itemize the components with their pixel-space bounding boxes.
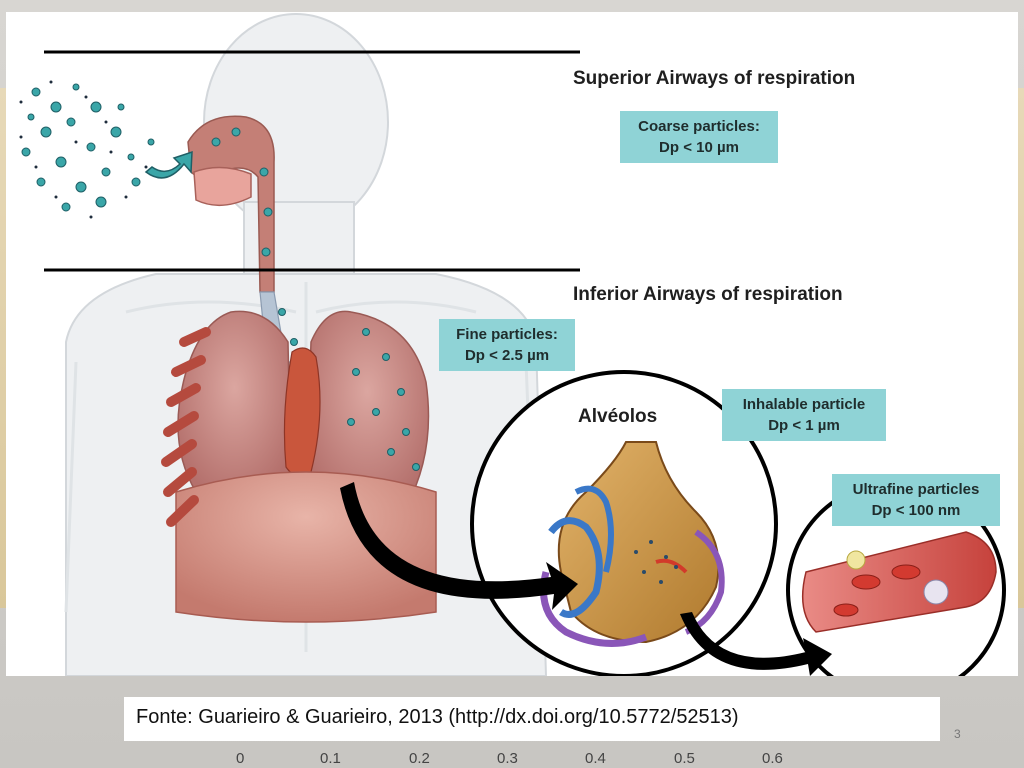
figure-panel: Superior Airways of respiration Inferior… [6,12,1018,676]
coarse-particles-box: Coarse particles: Dp < 10 µm [620,111,778,163]
inhale-arrow [146,152,192,178]
ultrafine-particles-label: Ultrafine particles [840,479,992,500]
coarse-particles-size: Dp < 10 µm [628,137,770,158]
ultrafine-particles-size: Dp < 100 nm [840,500,992,521]
scale-tick: 0.3 [497,750,518,767]
page-number: 3 [954,727,961,741]
source-caption: Fonte: Guarieiro & Guarieiro, 2013 (http… [124,697,940,741]
fine-particles-box: Fine particles: Dp < 2.5 µm [439,319,575,371]
fine-particles-size: Dp < 2.5 µm [447,345,567,366]
scale-tick: 0.2 [409,750,430,767]
coarse-particles-label: Coarse particles: [628,116,770,137]
heading-superior-airways: Superior Airways of respiration [573,68,855,90]
scale-tick: 0.6 [762,750,783,767]
inhalable-particle-box: Inhalable particle Dp < 1 µm [722,389,886,441]
ultrafine-particles-box: Ultrafine particles Dp < 100 nm [832,474,1000,526]
diaphragm [176,472,436,622]
particle-dust [20,81,148,219]
heading-inferior-airways: Inferior Airways of respiration [573,284,843,306]
inhalable-particle-label: Inhalable particle [730,394,878,415]
scale-tick: 0.5 [674,750,695,767]
inhalable-particle-size: Dp < 1 µm [730,415,878,436]
scale-tick: 0.1 [320,750,341,767]
scale-tick: 0 [236,750,244,767]
heading-alveolos: Alvéolos [578,406,657,428]
fine-particles-label: Fine particles: [447,324,567,345]
scale-tick: 0.4 [585,750,606,767]
background-scale: 0 0.1 0.2 0.3 0.4 0.5 0.6 [0,748,1024,768]
